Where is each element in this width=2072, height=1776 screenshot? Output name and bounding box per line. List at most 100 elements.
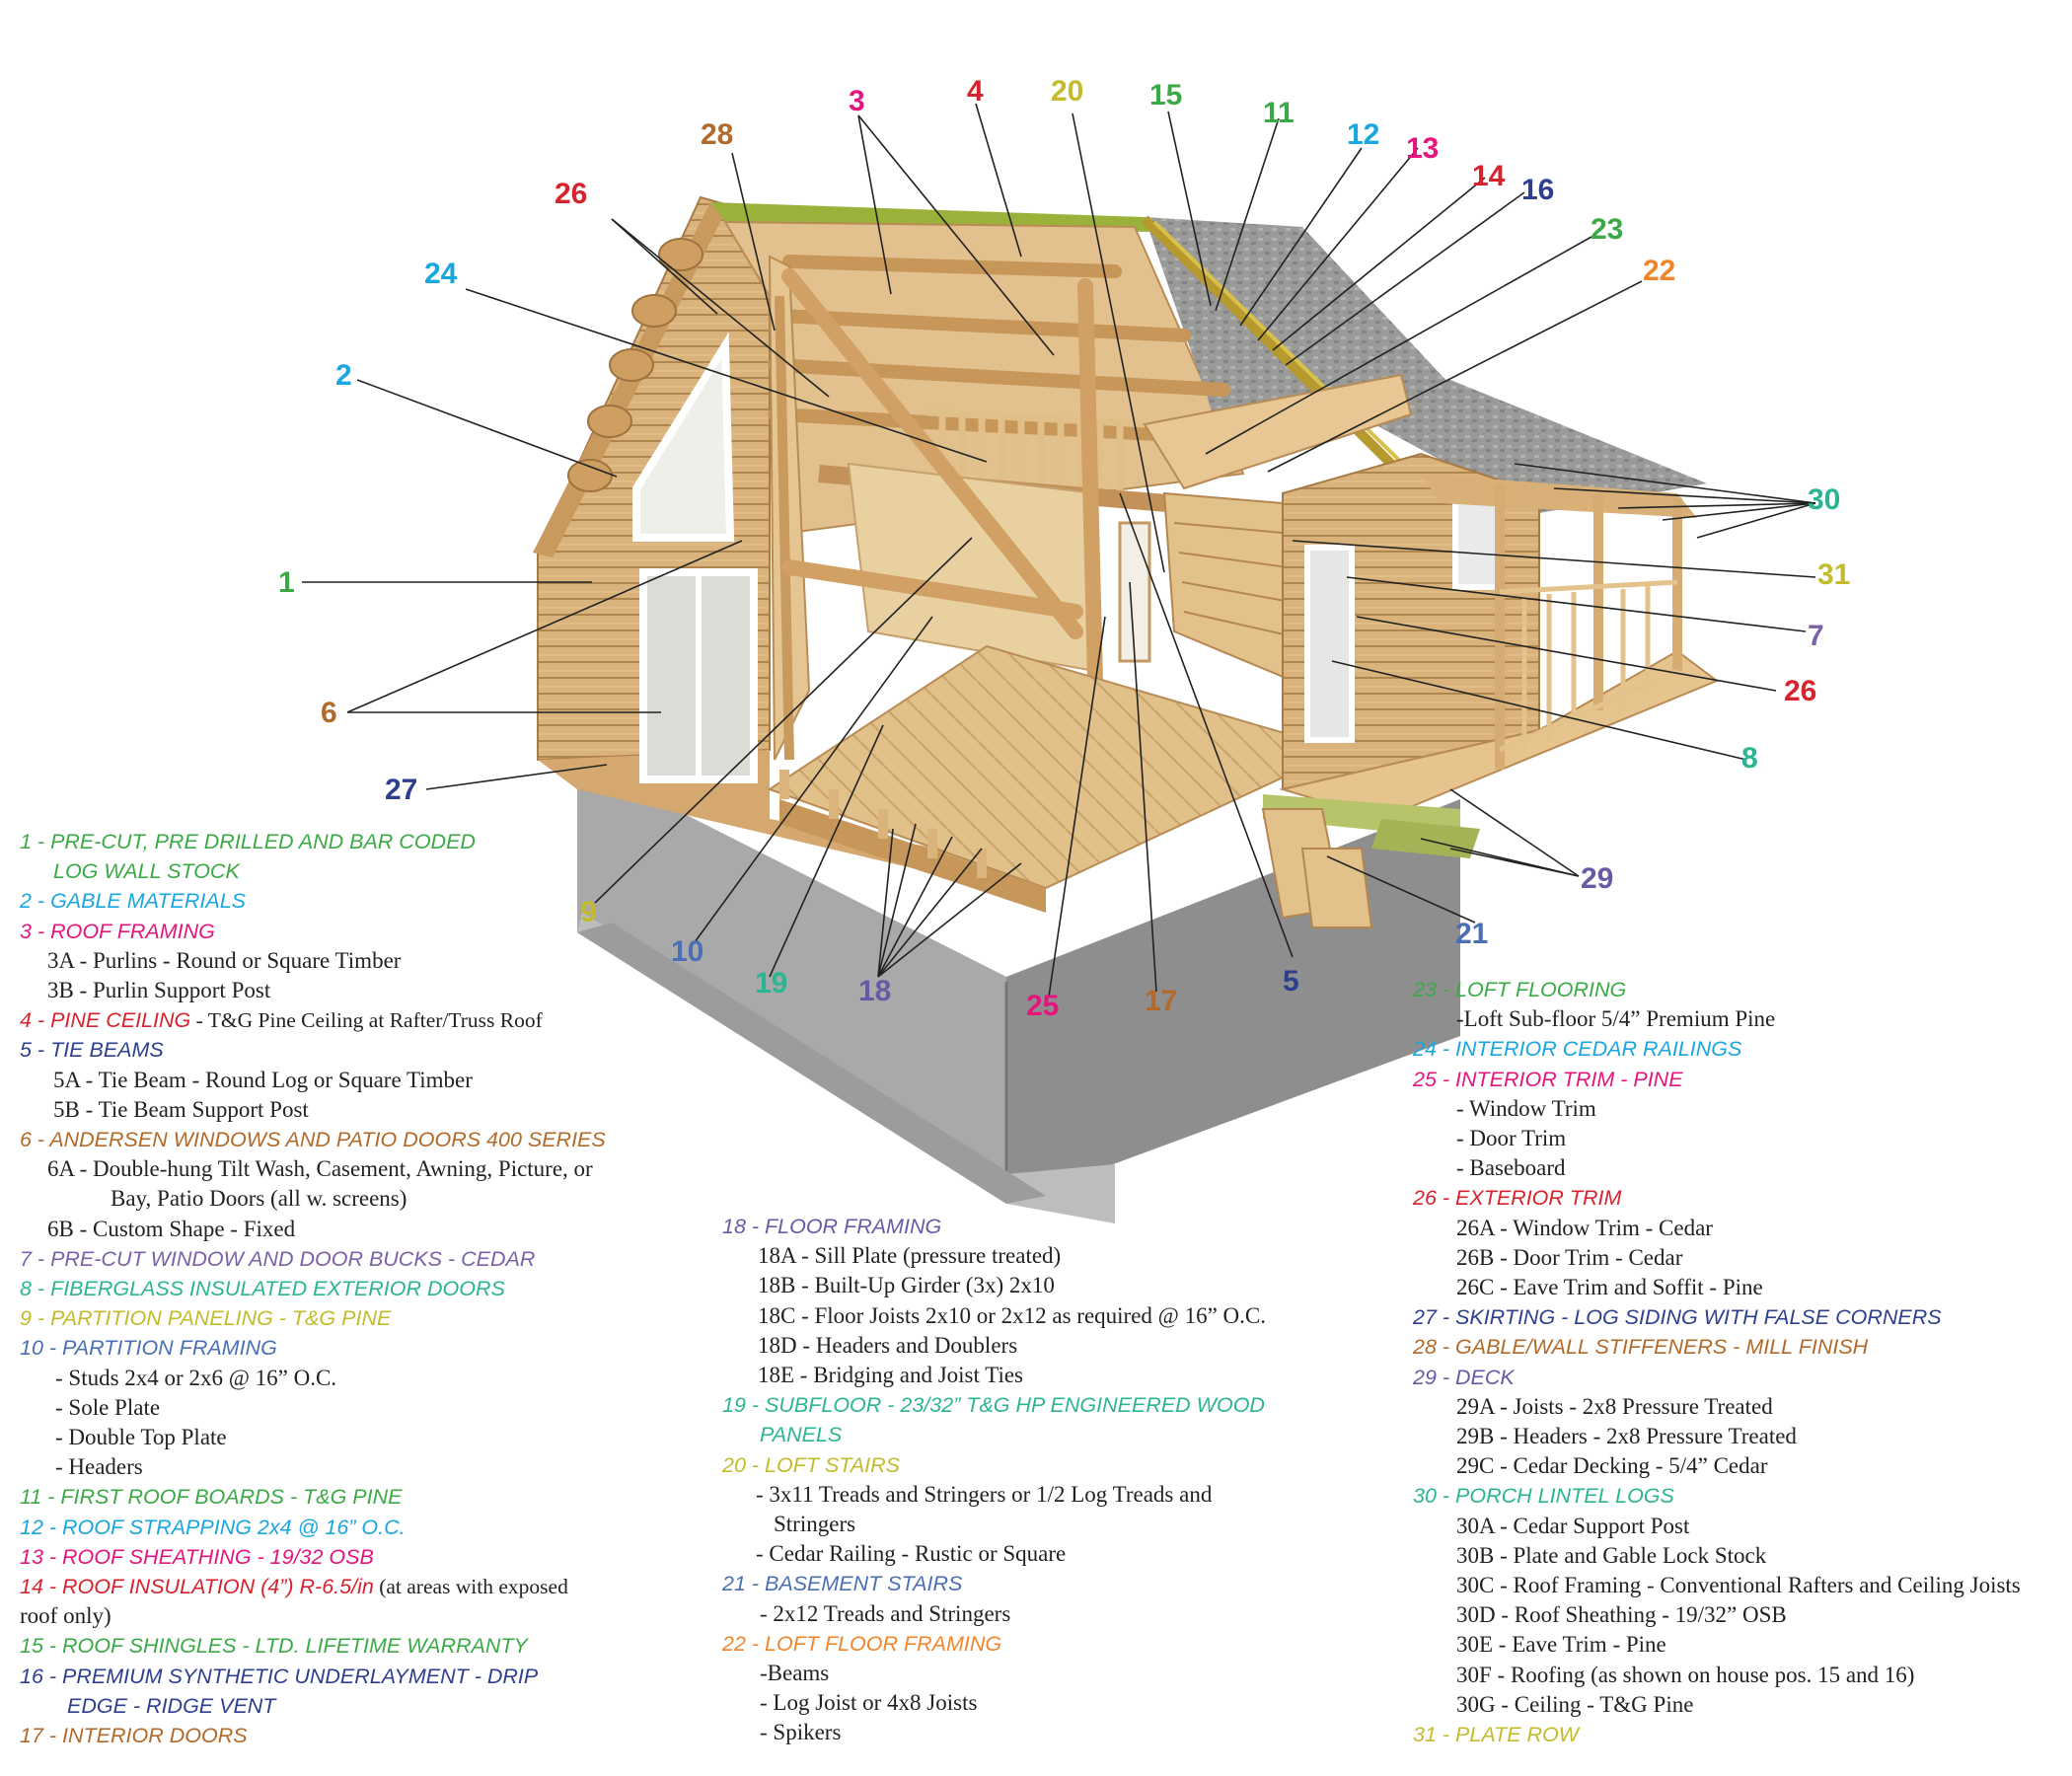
callout-31: 31 [1817, 558, 1851, 591]
legend-heading-row: 14 - ROOF INSULATION (4”) R-6.5/in (at a… [20, 1572, 710, 1601]
loft-stairs [1162, 491, 1295, 683]
legend-heading: 4 - PINE CEILING [20, 1008, 191, 1033]
floor-joist-ends [779, 770, 987, 878]
legend-item: 6B - Custom Shape - Fixed [47, 1216, 296, 1241]
legend-item: - 3x11 Treads and Stringers or 1/2 Log T… [756, 1481, 1213, 1507]
legend-item: - Studs 2x4 or 2x6 @ 16” O.C. [55, 1365, 337, 1390]
legend-item: 29B - Headers - 2x8 Pressure Treated [1456, 1424, 1797, 1449]
legend-item: 30C - Roof Framing - Conventional Rafter… [1456, 1573, 2021, 1598]
legend-heading-note: (at areas with exposed [373, 1575, 568, 1599]
legend-heading: 8 - FIBERGLASS INSULATED EXTERIOR DOORS [20, 1277, 505, 1301]
foundation-wall [577, 760, 1460, 1223]
legend-item: 26C - Eave Trim and Soffit - Pine [1456, 1275, 1763, 1300]
legend-heading: 20 - LOFT STAIRS [722, 1452, 900, 1477]
legend-heading: 22 - LOFT FLOOR FRAMING [722, 1631, 1002, 1656]
legend-heading: 17 - INTERIOR DOORS [20, 1724, 248, 1748]
callout-16: 16 [1521, 174, 1555, 206]
legend-item: Stringers [774, 1512, 856, 1537]
legend-heading: 14 - ROOF INSULATION (4”) R-6.5/in [20, 1575, 374, 1599]
leader-lines [302, 103, 1816, 998]
roof-braces [781, 268, 1103, 689]
legend-column-2: 18 - FLOOR FRAMING 18A - Sill Plate (pre… [722, 1212, 1334, 1748]
callout-12: 12 [1347, 118, 1380, 151]
callout-6: 6 [321, 697, 337, 729]
legend-item: - 2x12 Treads and Stringers [760, 1600, 1011, 1626]
callout-3: 3 [849, 85, 865, 117]
legend-item: 18A - Sill Plate (pressure treated) [758, 1243, 1062, 1269]
legend-item: - Door Trim [1456, 1126, 1567, 1151]
legend-item: 30G - Ceiling - T&G Pine [1456, 1691, 1694, 1717]
side-window [1452, 495, 1503, 590]
legend-item: 26A - Window Trim - Cedar [1456, 1215, 1713, 1240]
callout-20: 20 [1051, 75, 1084, 108]
legend-item: 5A - Tie Beam - Round Log or Square Timb… [53, 1067, 473, 1092]
legend-item: - Cedar Railing - Rustic or Square [756, 1541, 1067, 1567]
wall-stiffener [775, 295, 794, 761]
legend-item: 29A - Joists - 2x8 Pressure Treated [1456, 1393, 1773, 1419]
legend-item: 30A - Cedar Support Post [1456, 1513, 1690, 1538]
callout-4: 4 [967, 75, 984, 108]
legend-item: 18C - Floor Joists 2x10 or 2x12 as requi… [758, 1302, 1267, 1328]
callout-14: 14 [1472, 160, 1506, 192]
interior-door [1118, 521, 1151, 663]
legend-heading: 1 - PRE-CUT, PRE DRILLED AND BAR CODED [20, 830, 476, 853]
legend-item: 18B - Built-Up Girder (3x) 2x10 [758, 1273, 1055, 1298]
legend-item: 26B - Door Trim - Cedar [1456, 1244, 1683, 1270]
callout-21: 21 [1455, 918, 1489, 950]
legend-heading: 10 - PARTITION FRAMING [20, 1336, 277, 1361]
legend-item: 30D - Roof Sheathing - 19/32” OSB [1456, 1602, 1787, 1628]
callout-24: 24 [424, 258, 458, 290]
legend-item: 5B - Tie Beam Support Post [53, 1096, 309, 1122]
legend-heading: 13 - ROOF SHEATHING - 19/32 OSB [20, 1544, 374, 1569]
callout-2: 2 [335, 359, 352, 392]
legend-heading: 26 - EXTERIOR TRIM [1413, 1186, 1622, 1211]
callout-18: 18 [858, 975, 892, 1007]
legend-item: 6A - Double-hung Tilt Wash, Casement, Aw… [47, 1156, 593, 1182]
legend-item: 30F - Roofing (as shown on house pos. 15… [1456, 1662, 1915, 1687]
legend-heading-note: - T&G Pine Ceiling at Rafter/Truss Roof [190, 1008, 543, 1033]
legend-item: roof only) [20, 1603, 111, 1629]
callout-19: 19 [755, 967, 788, 999]
legend-heading: PANELS [760, 1423, 843, 1447]
legend-item: - Log Joist or 4x8 Joists [760, 1690, 978, 1716]
legend-item: - Window Trim [1456, 1095, 1596, 1121]
legend-heading: 5 - TIE BEAMS [20, 1038, 164, 1063]
callout-30: 30 [1808, 483, 1841, 516]
legend-heading: 15 - ROOF SHINGLES - LTD. LIFETIME WARRA… [20, 1634, 528, 1659]
legend-item: 18E - Bridging and Joist Ties [758, 1363, 1024, 1388]
legend-item: 3A - Purlins - Round or Square Timber [47, 947, 402, 973]
legend-heading: 12 - ROOF STRAPPING 2x4 @ 16” O.C. [20, 1515, 406, 1539]
legend-heading: 30 - PORCH LINTEL LOGS [1413, 1484, 1674, 1509]
legend-heading: 28 - GABLE/WALL STIFFENERS - MILL FINISH [1413, 1335, 1869, 1360]
legend-heading: 21 - BASEMENT STAIRS [722, 1572, 963, 1596]
legend-heading: 18 - FLOOR FRAMING [722, 1215, 942, 1238]
callout-8: 8 [1741, 742, 1758, 775]
legend-heading: 2 - GABLE MATERIALS [20, 889, 247, 914]
legend-item: -Beams [760, 1661, 830, 1686]
floor-joist-edge [779, 799, 1046, 913]
legend-item: 30B - Plate and Gable Lock Stock [1456, 1542, 1767, 1568]
legend-item: - Sole Plate [55, 1394, 161, 1420]
legend-heading: LOG WALL STOCK [53, 859, 240, 884]
legend-item: 3B - Purlin Support Post [47, 978, 271, 1003]
legend-heading: 27 - SKIRTING - LOG SIDING WITH FALSE CO… [1413, 1305, 1942, 1330]
legend-heading: 7 - PRE-CUT WINDOW AND DOOR BUCKS - CEDA… [20, 1246, 536, 1271]
callout-1: 1 [278, 566, 295, 599]
callout-9: 9 [580, 896, 597, 928]
legend-heading: 11 - FIRST ROOF BOARDS - T&G PINE [20, 1485, 403, 1510]
legend-item: 29C - Cedar Decking - 5/4” Cedar [1456, 1453, 1768, 1479]
legend-item: - Baseboard [1456, 1155, 1566, 1181]
legend-item: - Spikers [760, 1720, 842, 1745]
legend-heading: 29 - DECK [1413, 1365, 1515, 1389]
legend-item: -Loft Sub-floor 5/4” Premium Pine [1456, 1006, 1776, 1032]
legend-heading-row: 4 - PINE CEILING - T&G Pine Ceiling at R… [20, 1005, 710, 1035]
legend-heading: 31 - PLATE ROW [1413, 1723, 1580, 1747]
callout-25: 25 [1026, 990, 1060, 1022]
legend-heading: 16 - PREMIUM SYNTHETIC UNDERLAYMENT - DR… [20, 1664, 539, 1688]
callout-28: 28 [701, 118, 734, 151]
callout-29: 29 [1581, 862, 1614, 895]
callout-26-right: 26 [1784, 675, 1817, 707]
callout-10: 10 [671, 935, 704, 968]
legend-column-1: 1 - PRE-CUT, PRE DRILLED AND BAR CODED L… [20, 827, 710, 1750]
